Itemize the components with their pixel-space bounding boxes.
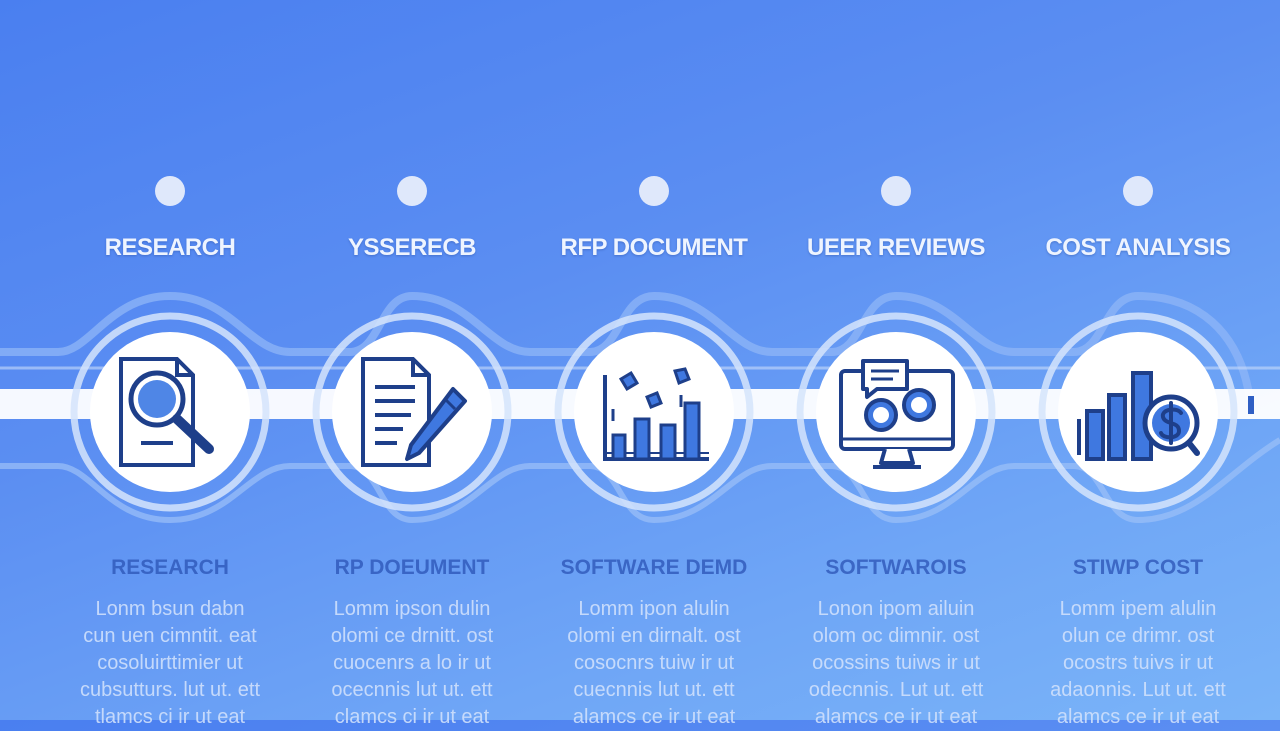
track-end-mark [1248, 396, 1254, 414]
step-bottom-label: RP DOEUMENT [334, 556, 490, 579]
step-description: Lomm ipem alulin olun ce drimr. ost ocos… [1018, 596, 1258, 731]
desc-line: alamcs ce ir ut eat [572, 706, 736, 728]
step-top-label: COST ANALYSIS [1045, 234, 1231, 261]
step-dot [1123, 176, 1153, 206]
desc-line: adaonnis. Lut ut. ett [1050, 679, 1226, 701]
step-bottom-label: RESEARCH [111, 556, 229, 579]
step-top-label: YSSERECB [347, 234, 477, 261]
ring [1038, 312, 1238, 512]
step-badge [90, 332, 250, 492]
step-description: Lonm bsun dabn cun uen cimntit. eat coso… [50, 596, 290, 731]
desc-line: alamcs ce ir ut eat [1056, 706, 1220, 728]
step-dot [639, 176, 669, 206]
chart-icon [603, 367, 709, 461]
step-badge [332, 332, 492, 492]
desc-line: cosoluirttimier ut [97, 652, 243, 674]
desc-line: tlamcs ci ir ut eat [94, 706, 246, 728]
magnifier-document-icon [119, 357, 214, 467]
bars-dollar-icon [1077, 371, 1200, 461]
desc-line: Lomm ipem alulin [1059, 598, 1217, 620]
desc-line: cosocnrs tuiw ir ut [573, 652, 735, 674]
desc-line: olun ce drimr. ost [1061, 625, 1215, 647]
desc-line: alamcs ce ir ut eat [814, 706, 978, 728]
step-dot [881, 176, 911, 206]
step-bottom-label: STIWP COST [1072, 556, 1204, 579]
desc-line: Lomm ipson dulin [333, 598, 491, 620]
step-badge [1058, 332, 1218, 492]
document-pen-icon [361, 357, 467, 467]
ring [70, 312, 270, 512]
step-dot [397, 176, 427, 206]
desc-line: ocossins tuiws ir ut [812, 652, 980, 674]
desc-line: Lonm bsun dabn [95, 598, 245, 620]
track-outer-band [0, 291, 1254, 401]
step-description: Lomm ipson dulin olomi ce drnitt. ost cu… [292, 596, 532, 731]
monitor-chat-icon [839, 359, 955, 469]
step-top-label: UEER REVIEWS [806, 234, 986, 261]
ring [312, 312, 512, 512]
desc-line: cuocenrs a lo ir ut [333, 652, 491, 674]
desc-line: ocecnnis lut ut. ett [331, 679, 493, 701]
desc-line: Lomm ipon alulin [578, 598, 730, 620]
desc-line: odecnnis. Lut ut. ett [808, 679, 984, 701]
step-top-label: RESEARCH [104, 234, 236, 261]
step-description: Lomm ipon alulin olomi en dirnalt. ost c… [534, 596, 774, 731]
desc-line: olom oc dimnir. ost [812, 625, 980, 647]
desc-line: olomi en dirnalt. ost [567, 625, 741, 647]
step-bottom-label: SOFTWARE DEMD [560, 556, 748, 579]
desc-line: Lonon ipom ailuin [817, 598, 975, 620]
desc-line: olomi ce drnitt. ost [330, 625, 494, 647]
desc-line: cuecnnis lut ut. ett [573, 679, 735, 701]
desc-line: cubsutturs. lut ut. ett [79, 679, 261, 701]
step-badge [574, 332, 734, 492]
ring [554, 312, 754, 512]
desc-line: cun uen cimntit. eat [83, 625, 257, 647]
desc-line: clamcs ci ir ut eat [334, 706, 490, 728]
step-bottom-label: SOFTWAROIS [825, 556, 967, 579]
ring [796, 312, 996, 512]
step-dot [155, 176, 185, 206]
step-top-label: RFP DOCUMENT [560, 234, 748, 261]
desc-line: ocostrs tuivs ir ut [1062, 652, 1214, 674]
step-badge [816, 332, 976, 492]
step-description: Lonon ipom ailuin olom oc dimnir. ost oc… [776, 596, 1016, 731]
